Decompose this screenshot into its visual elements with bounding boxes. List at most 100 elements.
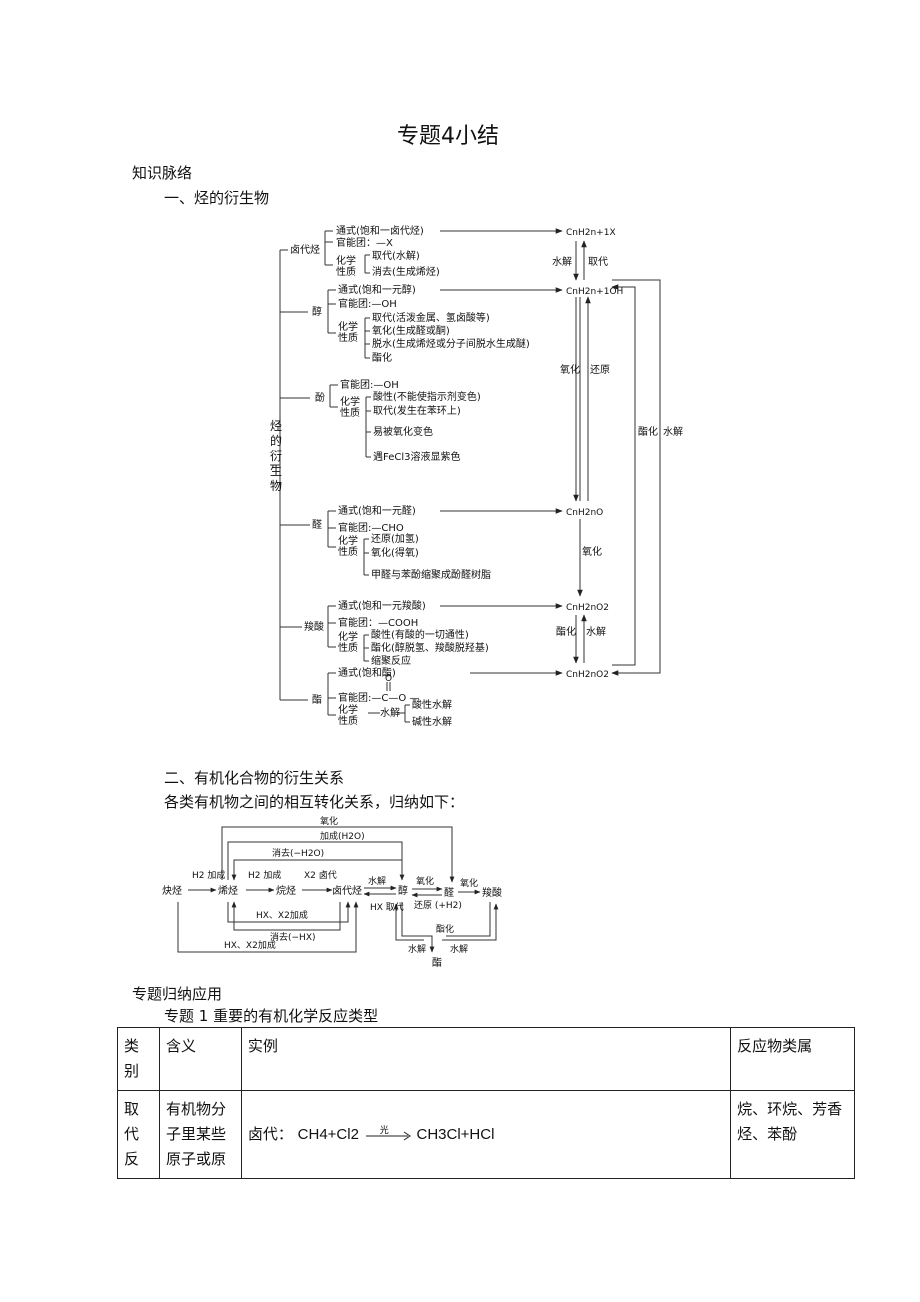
node-alkene: 烯烃 [218, 884, 238, 897]
haloalkane-chem: 化学 [336, 254, 356, 267]
svg-text:性质: 性质 [336, 265, 356, 278]
svg-text:性质: 性质 [338, 714, 358, 727]
formula-ester: CnH2nO2 [566, 670, 609, 680]
alcohol-prop-1: 氧化(生成醛或酮) [372, 324, 450, 337]
header-reactants: 反应物类属 [730, 1027, 855, 1091]
aldehyde-prop-0: 还原(加氢) [371, 532, 419, 545]
part1-heading: 一、烃的衍生物 [164, 189, 270, 207]
ester-group: 官能团:—C—O — [338, 691, 419, 704]
node-alkyne: 炔烃 [162, 884, 182, 897]
phenol-group: 官能团:—OH [340, 378, 399, 391]
lbl-ald-acid-ox: 氧化 [460, 877, 478, 889]
acid-prop-2: 缩聚反应 [371, 654, 411, 667]
lbl-hydrolysis: 水解 [368, 875, 386, 887]
link-hydrolysis: 水解 [552, 255, 572, 268]
svg-text:性质: 性质 [338, 331, 358, 344]
part2-intro: 各类有机物之间的相互转化关系，归纳如下： [164, 793, 465, 811]
link-reduction: 还原 [590, 364, 610, 376]
lbl-hx-x2-2: HX、X2加成 [224, 939, 276, 951]
row-meaning: 有机物分子里某些原子或原 [158, 1090, 242, 1179]
example-prefix: 卤代： [247, 1125, 293, 1143]
lbl-ester-hyd-right: 水解 [450, 943, 468, 955]
aldehyde-general: 通式(饱和一元醛) [338, 504, 416, 517]
svg-text:化学: 化学 [338, 703, 358, 716]
row-reactants: 烷、环烷、芳香烃、苯酚 [730, 1090, 855, 1179]
aldehyde-prop-2: 甲醛与苯酚缩聚成酚醛树脂 [371, 568, 491, 581]
acid-prop-1: 酯化(醇脱氢、羧酸脱羟基) [371, 641, 489, 654]
haloalkane-general: 通式(饱和一卤代烃) [336, 224, 424, 237]
svg-text:化学: 化学 [338, 534, 358, 547]
acid-prop-0: 酸性(有酸的一切通性) [371, 628, 469, 641]
row-category: 取代反 [117, 1090, 160, 1179]
alcohol-general: 通式(饱和一元醇) [338, 283, 416, 296]
page-title: 专题4小结 [397, 124, 499, 149]
section-apply: 专题归纳应用 [132, 985, 223, 1003]
reaction-types-table: 类别 含义 实例 反应物类属 取代反 有机物分子里某些原子或原 卤代： CH4+… [117, 1027, 855, 1179]
topic1-heading: 专题 1 重要的有机化学反应类型 [164, 1007, 379, 1025]
lbl-top-addition: 加成(H2O) [320, 830, 365, 842]
header-meaning: 含义 [158, 1027, 242, 1091]
formula-aldehyde: CnH2nO [566, 508, 603, 518]
reaction-arrow: 光 [364, 1126, 412, 1142]
lbl-elimination-hx: 消去(−HX) [270, 931, 316, 943]
link-hydrolysis-long: 水解 [663, 425, 683, 438]
row-example: 卤代： CH4+Cl2 光 CH3Cl+HCl [240, 1090, 732, 1179]
svg-text:的: 的 [270, 433, 282, 448]
alcohol-label: 醇 [312, 305, 322, 318]
node-alcohol: 醇 [398, 884, 408, 897]
node-halide: 卤代烃 [332, 884, 362, 897]
alcohol-group: 官能团:—OH [338, 297, 397, 310]
ester-label: 酯 [312, 694, 322, 706]
derivatives-diagram: 烃 的 衍 生 物 卤代烃 通式(饱和一卤代烃) 官能团：—X 化学 性质 取代… [270, 224, 683, 728]
node-ester: 酯 [432, 957, 442, 969]
svg-text:生: 生 [270, 464, 282, 478]
node-acid: 羧酸 [482, 886, 502, 899]
lbl-hx-x2: HX、X2加成 [256, 909, 308, 921]
svg-text:性质: 性质 [338, 545, 358, 558]
acid-label: 羧酸 [304, 620, 324, 633]
example-lhs: CH4+Cl2 [297, 1126, 359, 1143]
svg-text:化学: 化学 [340, 395, 360, 408]
formula-alcohol: CnH2n+1OH [566, 287, 623, 297]
ester-prop-0: 酸性水解 [412, 698, 452, 711]
node-aldehyde: 醛 [444, 886, 454, 899]
node-alkane: 烷烃 [276, 884, 296, 897]
root-char: 烃 [270, 419, 282, 433]
ester-general: 通式(饱和酯) [338, 666, 396, 679]
link-substitution: 取代 [588, 256, 608, 268]
header-category: 类别 [117, 1027, 160, 1091]
svg-text:性质: 性质 [340, 406, 360, 419]
svg-text:化学: 化学 [338, 630, 358, 643]
condition-light: 光 [379, 1125, 389, 1136]
haloalkane-group: 官能团：—X [336, 236, 393, 249]
ester-hydrolysis: 水解 [380, 706, 400, 719]
formula-halide: CnH2n+1X [566, 228, 616, 238]
phenol-prop-1: 取代(发生在苯环上) [373, 404, 461, 417]
haloalkane-prop-1: 消去(生成烯烃) [372, 265, 440, 278]
svg-text:性质: 性质 [338, 641, 358, 654]
lbl-ald-alc-red: 还原 (+H2) [414, 899, 462, 911]
table-header-row: 类别 含义 实例 反应物类属 [117, 1027, 855, 1091]
aldehyde-group: 官能团:—CHO [338, 521, 404, 534]
link-esterification-long: 酯化 [638, 425, 658, 438]
aldehyde-label: 醛 [312, 518, 322, 531]
acid-group: 官能团：—COOH [338, 616, 418, 629]
phenol-prop-0: 酸性(不能使指示剂变色) [373, 390, 481, 403]
haloalkane-prop-0: 取代(水解) [372, 249, 420, 262]
lbl-alkene-alkane: H2 加成 [248, 869, 281, 881]
lbl-ester-hyd-left: 水解 [408, 943, 426, 955]
alcohol-prop-0: 取代(活泼金属、氢卤酸等) [372, 311, 490, 324]
lbl-top-oxidation: 氧化 [320, 815, 338, 827]
formula-acid: CnH2nO2 [566, 603, 609, 613]
link-oxidation2: 氧化 [582, 545, 602, 558]
aldehyde-prop-1: 氧化(得氧) [371, 546, 419, 559]
lbl-alc-ald-ox: 氧化 [416, 875, 434, 887]
lbl-alkane-halide: X2 卤代 [304, 869, 337, 881]
lbl-elimination-h2o: 消去(−H2O) [272, 847, 324, 859]
ester-prop-1: 碱性水解 [412, 715, 452, 728]
lbl-alkyne-alkene: H2 加成 [192, 869, 225, 881]
phenol-label: 酚 [315, 392, 325, 404]
phenol-prop-3: 遇FeCl3溶液显紫色 [373, 450, 460, 463]
part2-heading: 二、有机化合物的衍生关系 [164, 769, 345, 787]
table-row: 取代反 有机物分子里某些原子或原 卤代： CH4+Cl2 光 CH3Cl+HCl… [117, 1090, 855, 1179]
